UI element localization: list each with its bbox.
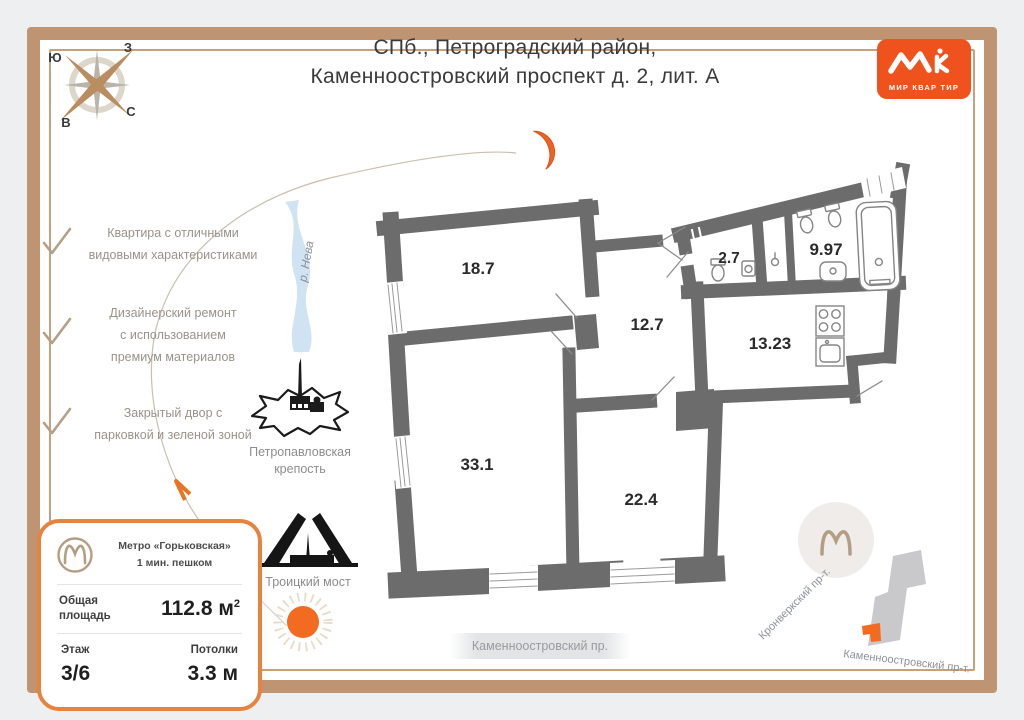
floor-value: 3/6 [61, 662, 91, 685]
room-label-wc: 2.7 [718, 250, 740, 267]
feature-yard-line2: парковкой и зеленой зоной [94, 428, 252, 442]
fortress-label-1: Петропавловская [249, 445, 351, 459]
metro-m-icon [820, 530, 852, 556]
compass-north-label: С [126, 104, 136, 119]
card-divider-1 [57, 584, 242, 585]
check-icon-3 [42, 407, 72, 435]
street-label-bottom: Каменноостровский пр-т. [843, 648, 971, 675]
room-label-hall: 12.7 [630, 315, 663, 334]
feature-renovation-line2: с использованием [120, 328, 226, 342]
street-band: Каменноостровский пр. [450, 633, 630, 659]
feature-renovation: Дизайнерский ремонт с использованием пре… [78, 302, 268, 368]
stove-icon [815, 305, 845, 337]
street-shape [868, 550, 926, 646]
moon-icon [533, 130, 556, 170]
feature-yard: Закрытый двор с парковкой и зеленой зоно… [78, 402, 268, 446]
compass-south-label: Ю [48, 50, 61, 65]
fortress-icon [250, 358, 350, 438]
area-label-line2: площадь [59, 610, 111, 622]
ceiling-label: Потолки [190, 644, 238, 656]
area-label-line1: Общая [59, 595, 98, 607]
room-label-bath: 9.97 [809, 240, 842, 259]
feature-views-line1: Квартира с отличными [107, 226, 239, 240]
street-band-label: Каменноостровский пр. [471, 639, 609, 653]
bathtub-icon [855, 200, 901, 292]
feature-yard-line1: Закрытый двор с [123, 406, 223, 420]
river-neva-icon: р. Нева [285, 200, 317, 352]
building-marker-icon [862, 623, 881, 642]
sun-icon [273, 592, 333, 652]
room-label-living3: 22.4 [624, 490, 658, 509]
feature-renovation-line1: Дизайнерский ремонт [109, 306, 237, 320]
metro-walk-time: 1 мин. пешком [136, 557, 213, 569]
page-title: СПб., Петроградский район, Каменноостров… [240, 33, 790, 91]
arrowhead-icon [174, 479, 192, 501]
bidet-icon [824, 202, 842, 228]
compass-east-label: В [61, 115, 70, 130]
feature-views: Квартира с отличными видовыми характерис… [78, 222, 268, 266]
brand-logo: МИР КВАР ТИР [877, 39, 971, 99]
steps-icon [690, 226, 704, 246]
wall-toilet-icon [796, 208, 814, 234]
bridge-icon [260, 513, 358, 567]
total-area-value: 112.8 м2 [161, 597, 240, 621]
floor-label: Этаж [61, 644, 90, 656]
brand-name: МИР КВАР ТИР [888, 83, 960, 92]
windows [384, 167, 906, 597]
fixtures [690, 200, 901, 367]
bath-sink-icon [819, 261, 847, 282]
compass-west-label: З [124, 40, 132, 55]
metro-station: Метро «Горьковская» [118, 540, 231, 552]
street-label-top: Кронверкский пр-т. [757, 566, 833, 642]
title-line-2: Каменноостровский проспект д. 2, лит. А [310, 65, 720, 88]
info-card: Метро «Горьковская» 1 мин. пешком Общая … [37, 519, 262, 711]
check-icon-2 [42, 317, 72, 345]
card-divider-2 [57, 633, 242, 634]
area-sup: 2 [233, 598, 240, 610]
room-label-living2: 33.1 [460, 455, 493, 474]
check-icon-1 [42, 227, 72, 255]
mini-map: Кронверкский пр-т. Каменноостровский пр-… [757, 502, 971, 675]
metro-logo-icon [57, 537, 93, 573]
room-labels: 18.7 12.7 2.7 9.97 13.23 33.1 22.4 [460, 240, 842, 509]
bridge-label: Троицкий мост [265, 575, 351, 589]
floor-plan: 18.7 12.7 2.7 9.97 13.23 33.1 22.4 [375, 161, 911, 599]
toilet-icon [710, 258, 726, 282]
feature-views-line2: видовыми характеристиками [88, 248, 258, 262]
title-line-1: СПб., Петроградский район, [373, 36, 657, 59]
sink-icon [741, 260, 756, 277]
room-label-living1: 18.7 [461, 259, 494, 278]
door-swings [550, 226, 883, 401]
feature-renovation-line3: премиум материалов [110, 350, 236, 364]
shower-icon [770, 252, 780, 267]
fortress-label-2: крепость [274, 462, 326, 476]
compass-rose-icon: Ю З В С [48, 40, 136, 130]
room-label-kitchen: 13.23 [749, 334, 792, 353]
kitchen-sink-icon [815, 337, 845, 367]
ceiling-value: 3.3 м [187, 662, 238, 685]
area-number: 112.8 м [161, 597, 234, 620]
brand-mark-icon [888, 48, 950, 74]
